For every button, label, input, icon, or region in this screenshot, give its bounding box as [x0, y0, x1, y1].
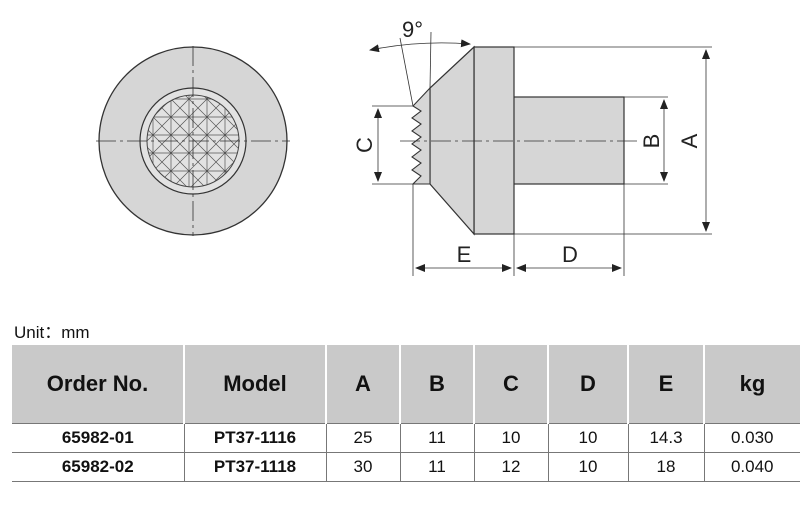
cell-c: 10 — [473, 423, 548, 453]
header-b: B — [399, 345, 474, 424]
header-e: E — [627, 345, 704, 424]
cell-order-no: 65982-01 — [12, 423, 184, 453]
cell-model: PT37-1118 — [183, 452, 326, 482]
header-d: D — [547, 345, 628, 424]
dimension-lines — [369, 31, 712, 276]
header-a: A — [325, 345, 400, 424]
dim-label-c: C — [352, 137, 377, 153]
dim-label-e: E — [457, 242, 472, 267]
header-c: C — [473, 345, 548, 424]
header-kg: kg — [703, 345, 800, 424]
cell-d: 10 — [547, 423, 628, 453]
table-row: 65982-01 PT37-1116 25 11 10 10 14.3 0.03… — [12, 423, 800, 453]
cell-kg: 0.040 — [703, 452, 800, 482]
side-view — [400, 45, 640, 236]
header-model: Model — [183, 345, 326, 424]
cell-kg: 0.030 — [703, 423, 800, 453]
cell-model: PT37-1116 — [183, 423, 326, 453]
dim-label-b: B — [639, 134, 664, 149]
cell-a: 30 — [325, 452, 400, 482]
cell-d: 10 — [547, 452, 628, 482]
front-view — [96, 46, 290, 236]
dim-label-a: A — [677, 133, 702, 148]
cell-b: 11 — [399, 423, 474, 453]
unit-label: Unit：mm — [14, 323, 90, 342]
table-header-row: Order No. Model A B C D E kg — [12, 345, 800, 424]
table-row: 65982-02 PT37-1118 30 11 12 10 18 0.040 — [12, 452, 800, 482]
technical-drawing: 9° A B C E D — [96, 17, 712, 276]
header-order-no: Order No. — [12, 345, 184, 424]
cell-a: 25 — [325, 423, 400, 453]
angle-label: 9° — [402, 17, 423, 42]
cell-e: 14.3 — [627, 423, 704, 453]
spec-table: Order No. Model A B C D E kg 65982-01 PT… — [12, 345, 800, 482]
cell-order-no: 65982-02 — [12, 452, 184, 482]
cell-b: 11 — [399, 452, 474, 482]
dim-label-d: D — [562, 242, 578, 267]
cell-c: 12 — [473, 452, 548, 482]
cell-e: 18 — [627, 452, 704, 482]
